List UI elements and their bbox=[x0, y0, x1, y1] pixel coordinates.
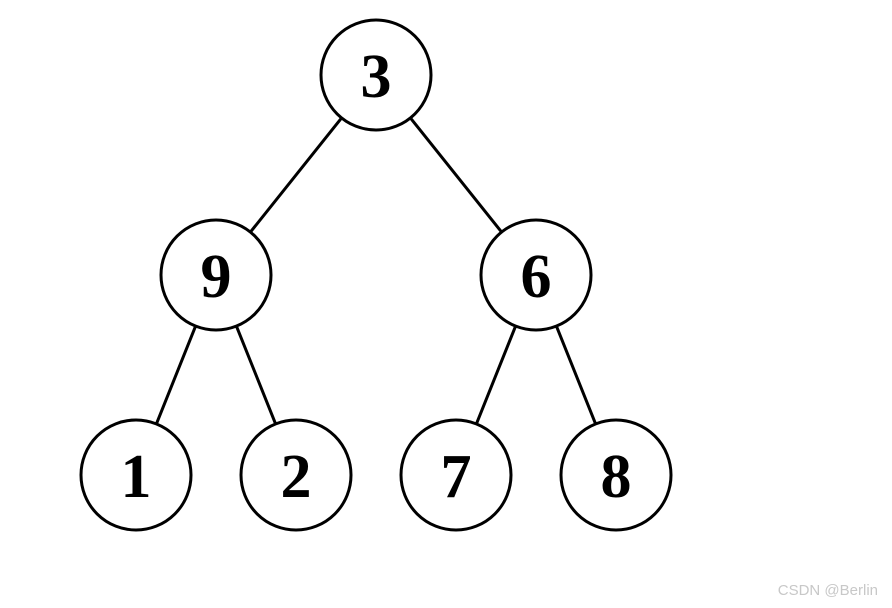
edge-right-to-right-right bbox=[554, 324, 598, 426]
node-circle-right-right bbox=[559, 418, 673, 532]
tree-edges bbox=[154, 116, 598, 426]
node-value-right: 6 bbox=[521, 243, 552, 311]
tree-node-left-left: 1 bbox=[79, 418, 193, 532]
node-circle-left-left bbox=[79, 418, 193, 532]
tree-node-left: 9 bbox=[159, 218, 273, 332]
edge-left-to-left-right bbox=[234, 324, 278, 426]
node-value-left-right: 2 bbox=[281, 443, 312, 511]
node-value-left-left: 1 bbox=[121, 443, 152, 511]
node-circle-right-left bbox=[399, 418, 513, 532]
tree-node-right-left: 7 bbox=[399, 418, 513, 532]
node-circle-right bbox=[479, 218, 593, 332]
edge-root-to-right bbox=[408, 116, 504, 234]
node-circle-root bbox=[319, 18, 433, 132]
node-value-right-right: 8 bbox=[601, 443, 632, 511]
watermark-text: CSDN @Berlin bbox=[777, 582, 878, 599]
edge-left-to-left-left bbox=[154, 324, 198, 426]
node-value-right-left: 7 bbox=[441, 443, 472, 511]
node-circle-left-right bbox=[239, 418, 353, 532]
tree-node-right: 6 bbox=[479, 218, 593, 332]
tree-node-root: 3 bbox=[319, 18, 433, 132]
tree-node-left-right: 2 bbox=[239, 418, 353, 532]
node-value-root: 3 bbox=[361, 43, 392, 111]
node-circle-left bbox=[159, 218, 273, 332]
edge-root-to-left bbox=[248, 116, 344, 234]
node-value-left: 9 bbox=[201, 243, 232, 311]
tree-node-right-right: 8 bbox=[559, 418, 673, 532]
tree-nodes: 3 9 6 1 2 7 8 bbox=[79, 18, 673, 532]
edge-right-to-right-left bbox=[474, 324, 518, 426]
